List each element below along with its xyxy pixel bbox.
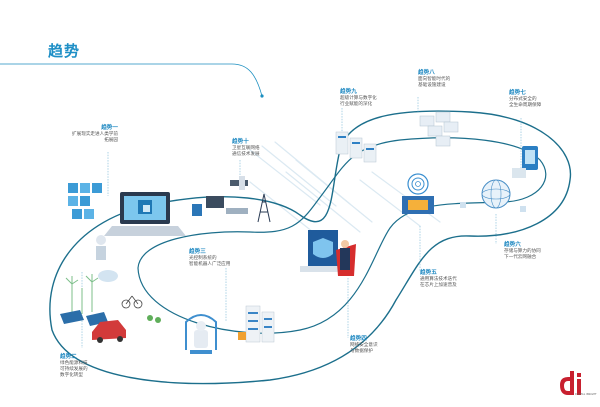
server-device-icon (192, 196, 248, 216)
trend-title: 趋势四 (350, 336, 367, 342)
trend-description-line: 全生命周期保障 (509, 103, 542, 109)
trend-description-line: 在芯片上加速普及 (420, 283, 457, 289)
mobile-security-icon (512, 146, 538, 178)
roadmap-inner-path (137, 137, 547, 334)
trend-description-line: 扩展现实走进人类学前 (72, 132, 118, 137)
trend-three-callout: 趋势三 光控制系统的 智能机器人广泛应用 (189, 249, 249, 268)
trend-eight-callout: 趋势八 面向智能时代的 基础设施建设 (418, 70, 478, 89)
security-shield-icon (300, 230, 346, 272)
infrastructure-blocks-icon (419, 111, 459, 147)
trend-nine-callout: 趋势九 超级计算与数字化 行业赋能的深化 (340, 89, 404, 108)
cube-blocks-icon (68, 183, 102, 219)
vr-user-icon (96, 235, 106, 260)
trend-title: 趋势一 (101, 125, 118, 131)
trend-description-line: 光控制系统的 (189, 256, 217, 261)
trend-description-line: 基础设施建设 (418, 83, 446, 89)
trend-four-callout: 趋势四 网络安全意识 与数据保护 (350, 336, 406, 355)
trend-five-callout: 趋势五 通用算法技术迭代 在芯片上加速普及 (420, 270, 482, 289)
arch-gate-icon (185, 314, 217, 350)
data-streaks (249, 141, 441, 237)
trend-description-line: 拓展园 (104, 138, 118, 144)
roadmap-outer-path (49, 110, 572, 385)
trend-description-line: 绿色能源科技 (60, 361, 88, 366)
callout-lines (81, 97, 522, 348)
trend-description-line: 面向智能时代的 (418, 77, 451, 82)
trend-description-line: 网络安全意识 (350, 343, 378, 348)
trend-description-line: 下一代云网融合 (504, 255, 537, 261)
trend-title: 趋势七 (509, 90, 526, 96)
network-globe-icon (460, 179, 526, 212)
data-center-icon (335, 131, 377, 163)
trend-description-line: 存储与算力的协同 (504, 249, 541, 254)
bicycle-icon (121, 295, 143, 309)
trend-description-line: 通信技术发展 (232, 152, 260, 158)
trend-description-line: 卫星互联网络 (232, 146, 260, 151)
header-curve (0, 63, 263, 97)
plants-icon (147, 315, 161, 323)
brand-logo (560, 371, 581, 395)
trend-title: 趋势六 (504, 242, 521, 248)
trend-one-callout: 趋势一 扩展现实走进人类学前 拓展园 (60, 125, 118, 144)
trend-description-line: 数字化转型 (60, 373, 83, 379)
trend-description-line: 行业赋能的深化 (340, 102, 373, 108)
trend-description-line: 与数据保护 (350, 349, 373, 355)
laptop-icon (104, 192, 186, 236)
hero-figure-icon (336, 240, 356, 276)
trend-two-callout: 趋势二 绿色能源科技 可持续发展的 数字化转型 (60, 354, 120, 380)
trend-description-line: 智能机器人广泛应用 (189, 262, 231, 268)
trend-title: 趋势二 (60, 354, 77, 360)
wind-turbine-icon (65, 274, 99, 314)
page-title: 趋势 (48, 42, 81, 60)
trend-seven-callout: 趋势七 分布式安全的 全生命周期保障 (509, 90, 569, 109)
trend-six-callout: 趋势六 存储与算力的协同 下一代云网融合 (504, 242, 566, 261)
trend-description-line: 可持续发展的 (60, 367, 88, 373)
trend-title: 趋势九 (340, 89, 357, 95)
fingerprint-chip-icon (402, 173, 434, 214)
signal-tower-icon (257, 193, 271, 223)
satellite-icon (230, 176, 248, 190)
trend-title: 趋势十 (232, 139, 249, 145)
trend-description-line: 超级计算与数字化 (340, 96, 377, 101)
trend-description-line: 通用算法技术迭代 (420, 277, 457, 282)
brand-logo-text: DIGITAL INSIGHT (575, 393, 597, 396)
server-rack-icon (238, 305, 275, 343)
electric-car-icon (92, 320, 126, 343)
trend-ten-callout: 趋势十 卫星互联网络 通信技术发展 (232, 139, 288, 158)
robot-icon (190, 321, 212, 354)
cloud-icon (98, 270, 118, 282)
trend-title: 趋势五 (420, 270, 437, 276)
trend-description-line: 分布式安全的 (509, 97, 537, 102)
trend-title: 趋势八 (418, 70, 435, 76)
header-curve-dot (260, 94, 264, 98)
trend-title: 趋势三 (189, 249, 206, 255)
